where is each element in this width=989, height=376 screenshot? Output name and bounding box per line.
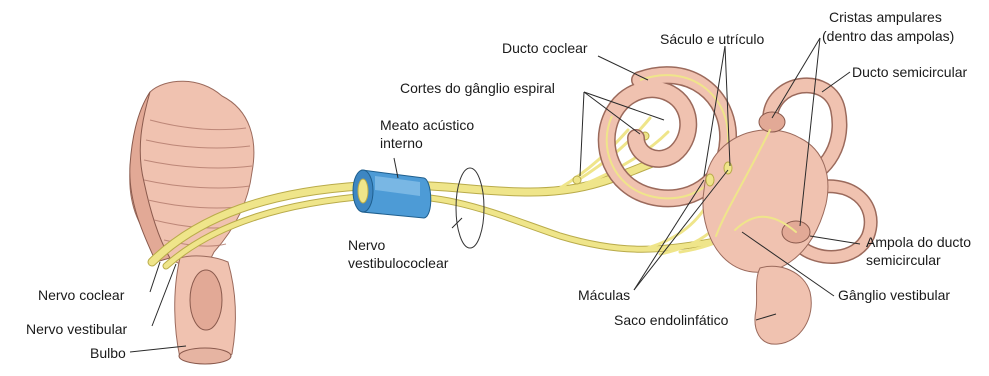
label-nervo-1: Nervo [348, 237, 386, 253]
label-cortes-ganglio-espiral: Cortes do gânglio espiral [400, 80, 555, 96]
label-meato-acustico-2: interno [380, 135, 423, 151]
label-cristas-ampulares-2: (dentro das ampolas) [822, 28, 954, 44]
label-cristas-ampulares-1: Cristas ampulares [829, 9, 942, 25]
label-ducto-coclear: Ducto coclear [502, 40, 588, 56]
label-nervo-vestibular: Nervo vestibular [26, 321, 127, 337]
label-ampola-1: Ampola do ducto [866, 234, 971, 250]
internal-acoustic-meatus [353, 170, 431, 218]
label-bulbo: Bulbo [90, 345, 126, 361]
label-saco-endolinfatico: Saco endolinfático [614, 312, 729, 328]
label-maculas: Máculas [578, 287, 630, 303]
label-saculo-utriculo: Sáculo e utrículo [660, 31, 764, 47]
label-nervo-coclear: Nervo coclear [38, 287, 125, 303]
label-ampola-2: semicircular [866, 252, 941, 268]
label-meato-acustico-1: Meato acústico [380, 117, 474, 133]
label-nervo-2: vestibulococlear [348, 255, 449, 271]
label-ducto-semicircular: Ducto semicircular [852, 64, 967, 80]
label-ganglio-vestibular: Gânglio vestibular [838, 287, 950, 303]
